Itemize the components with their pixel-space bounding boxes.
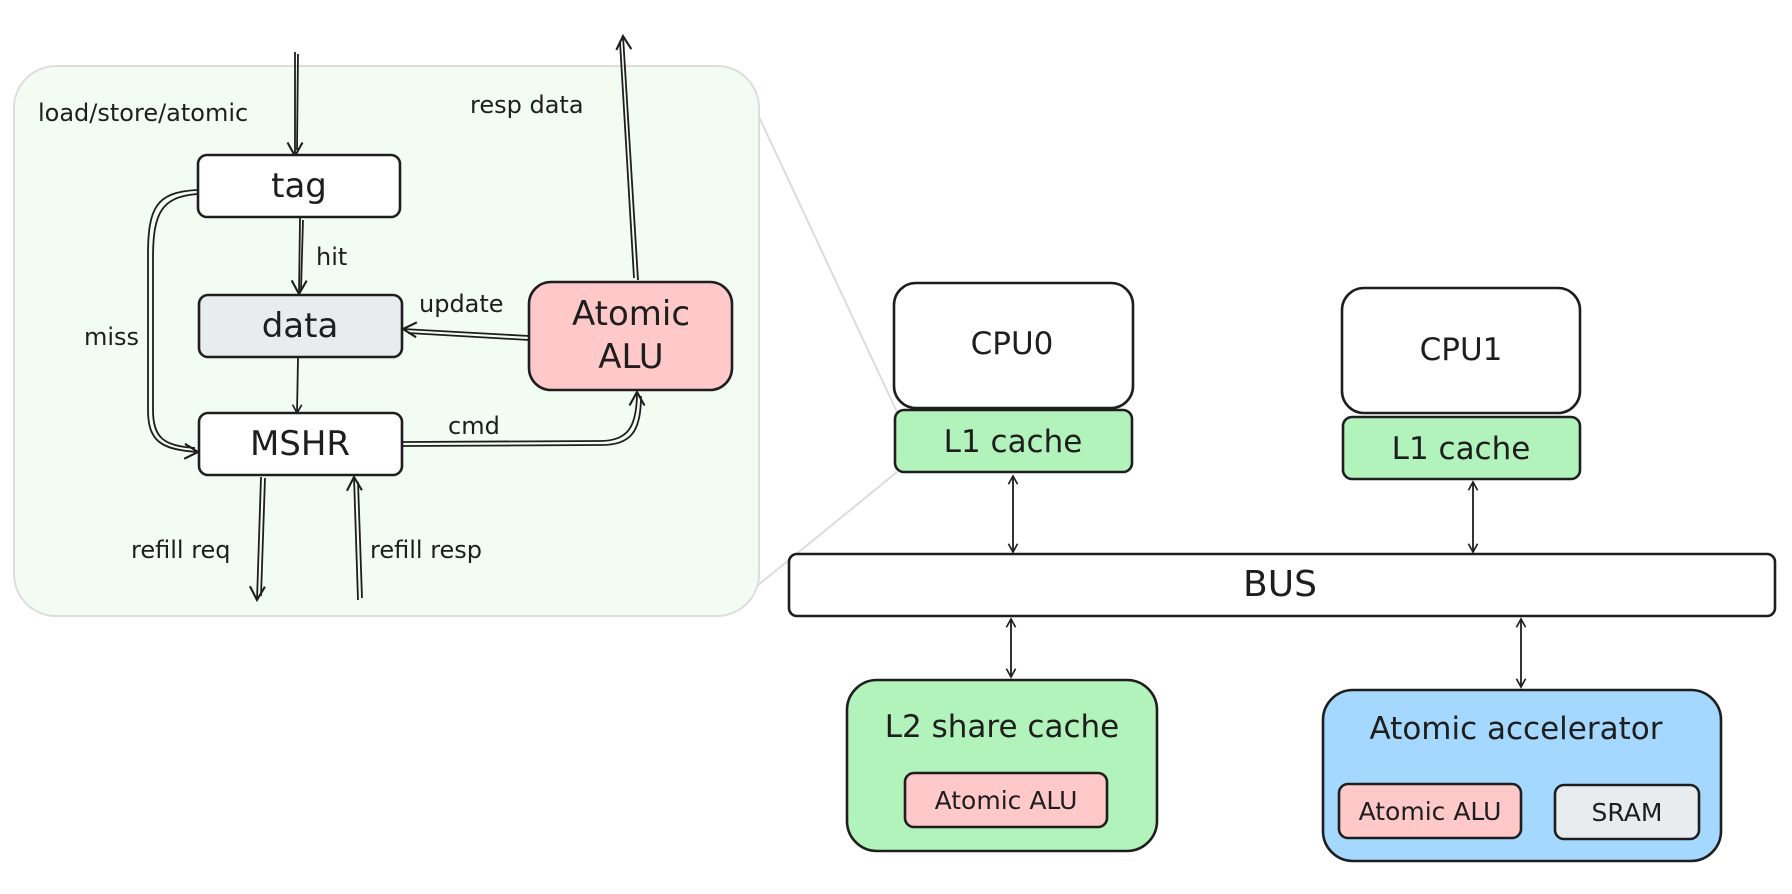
update-label: update (419, 290, 504, 318)
cpu1-box (1340, 286, 1582, 415)
sram-box (1553, 783, 1701, 841)
cpu0-label: CPU0 (971, 326, 1054, 362)
refill-req-label: refill req (131, 536, 231, 564)
cmd-arrow (402, 389, 646, 443)
detail-atomic-alu-label-line2: ALU (598, 337, 663, 377)
cpu1-label: CPU1 (1420, 332, 1503, 368)
cmd-label: cmd (448, 412, 500, 440)
hit-arrow-stroke (300, 219, 304, 291)
refill-resp-arrow-stroke (357, 481, 363, 599)
miss-label: miss (84, 323, 139, 351)
cmd-arrow-stroke (402, 395, 642, 447)
miss-arrow (147, 189, 201, 460)
update-arrow (400, 321, 530, 339)
zoom-connector-top (751, 101, 898, 413)
cpu1-l1-cache-box (1341, 415, 1582, 481)
atomic-accelerator-label: Atomic accelerator (1370, 711, 1663, 747)
refill-resp-label: refill resp (370, 536, 482, 564)
data-to-mshr-arrow (291, 357, 303, 415)
tag-box (196, 153, 402, 219)
hit-label: hit (316, 243, 347, 271)
resp-data-arrow-stroke (619, 41, 635, 279)
l2-atomic-alu-box (903, 771, 1109, 829)
hit-arrow (290, 217, 308, 297)
accelerator-atomic-alu-label: Atomic ALU (1359, 797, 1502, 826)
accelerator-atomic-alu-box (1337, 782, 1523, 840)
zoom-connector-bottom (751, 471, 898, 591)
refill-req-arrow (249, 476, 266, 603)
data-label: data (262, 306, 339, 346)
l2-atomic-alu-label: Atomic ALU (935, 786, 1078, 815)
bus-label: BUS (1243, 564, 1317, 605)
mshr-label: MSHR (250, 424, 350, 464)
refill-req-arrow-stroke (260, 477, 266, 597)
sram-label: SRAM (1592, 798, 1663, 827)
l2-share-cache-label: L2 share cache (885, 709, 1119, 745)
miss-arrow-stroke (152, 193, 198, 449)
detail-atomic-alu-label-line1: Atomic (572, 294, 690, 334)
bus-box (787, 552, 1777, 618)
refill-resp-arrow (346, 474, 363, 601)
cpu0-l1-cache-label: L1 cache (944, 424, 1083, 460)
resp-data-label: resp data (470, 91, 584, 119)
resp-data-arrow (615, 33, 639, 281)
cpu0-l1-cache-box (893, 408, 1134, 474)
update-arrow-stroke (407, 332, 530, 341)
load-store-atomic-label: load/store/atomic (38, 99, 248, 127)
mshr-box (197, 411, 404, 477)
cpu1-l1-cache-label: L1 cache (1392, 431, 1531, 467)
cpu0-box (892, 281, 1135, 410)
input-arrow-stroke (296, 53, 299, 151)
tag-label: tag (271, 166, 327, 206)
